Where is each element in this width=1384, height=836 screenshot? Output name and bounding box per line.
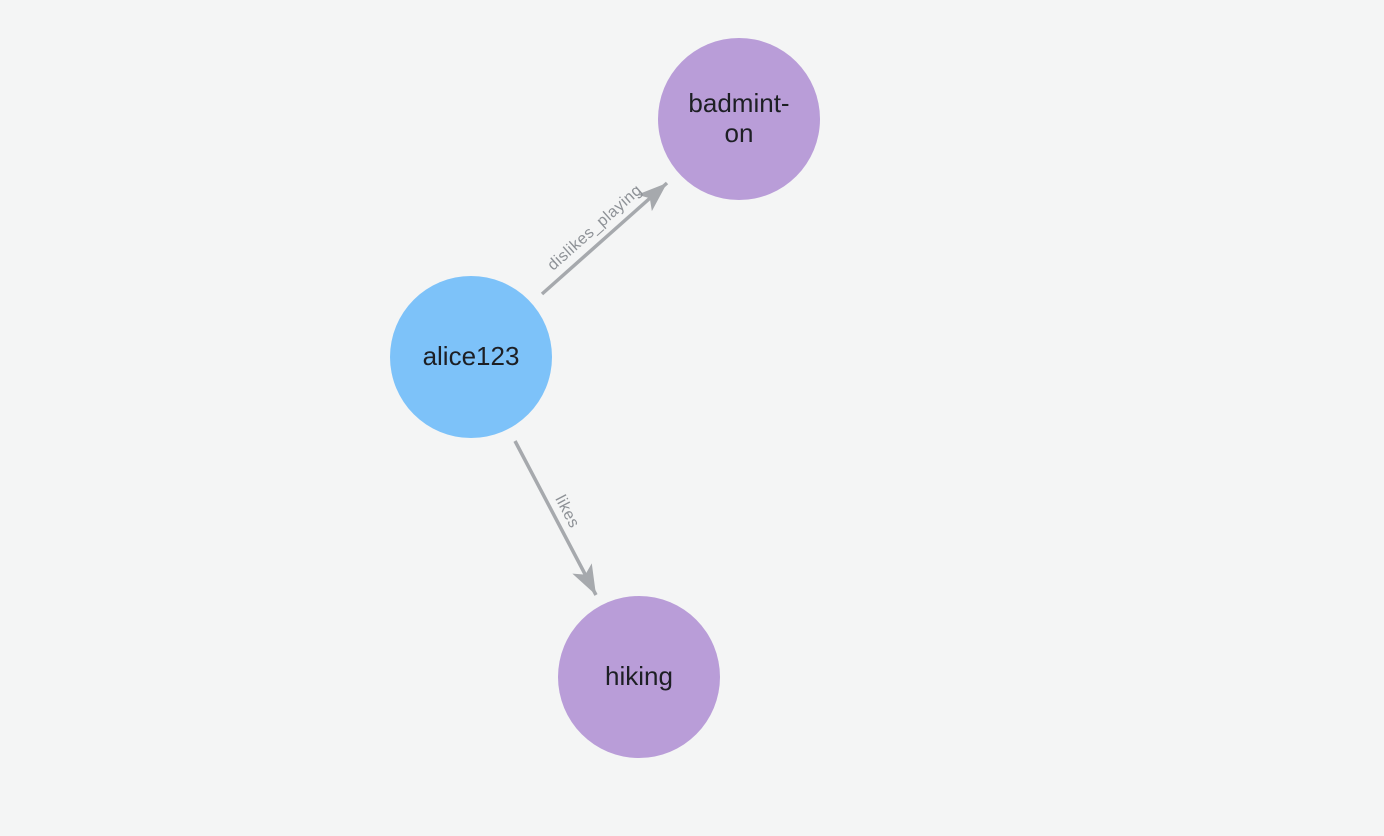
node-hiking[interactable]: hiking (558, 596, 720, 758)
edge-dislikes-playing: dislikes_playing (540, 181, 669, 296)
edge-label-likes: likes (551, 492, 582, 530)
node-label-alice123: alice123 (422, 341, 520, 372)
node-badminton[interactable]: badmint- on (658, 38, 820, 200)
edge-line-dislikes-playing[interactable] (540, 181, 669, 296)
edge-label-dislikes-playing: dislikes_playing (545, 182, 646, 274)
node-label-badminton: badmint- on (688, 88, 790, 148)
edge-line-likes[interactable] (513, 440, 598, 596)
node-alice123[interactable]: alice123 (390, 276, 552, 438)
node-label-hiking: hiking (605, 661, 673, 692)
edge-likes: likes (513, 440, 598, 596)
